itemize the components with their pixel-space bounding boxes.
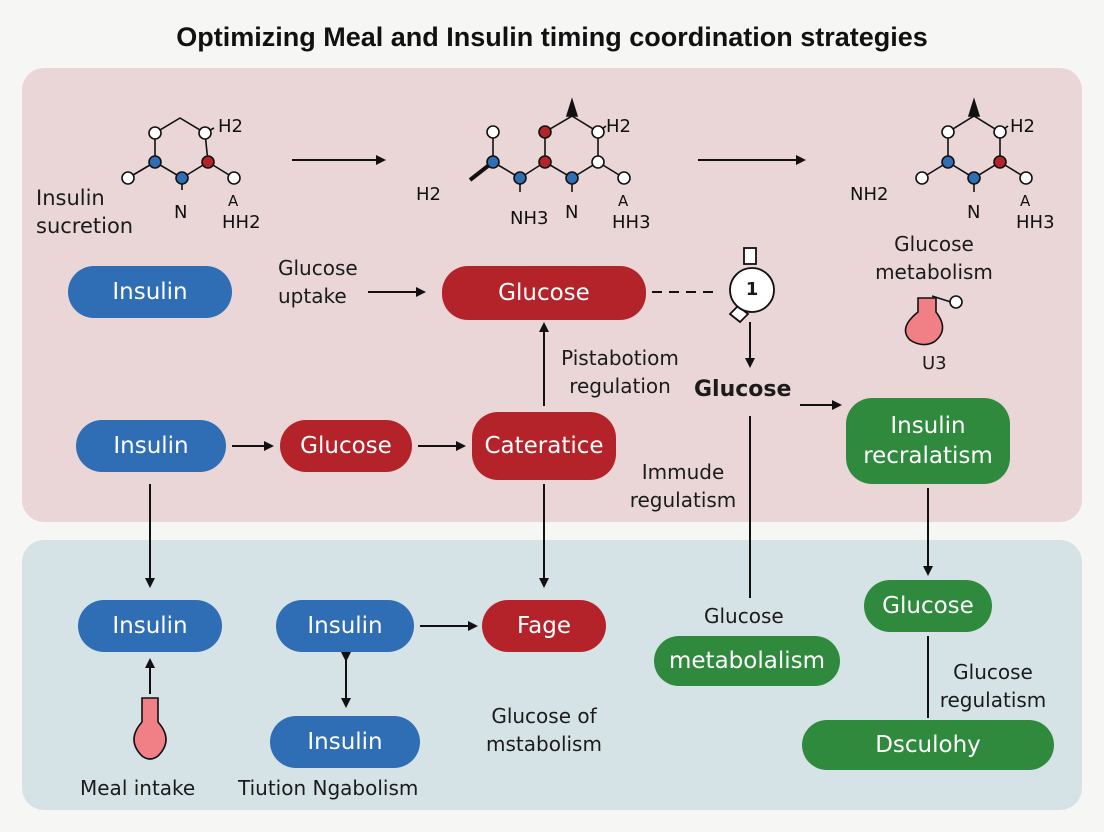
chem-nh2-right: NH2 (850, 184, 889, 205)
glucose-free-label: Glucose (694, 377, 792, 402)
diagram-title: Optimizing Meal and Insulin timing coord… (176, 22, 928, 52)
chem-a-mid: A (618, 192, 629, 210)
chem-h2-mid-left: H2 (416, 184, 441, 205)
chem-h2-right: H2 (1010, 116, 1035, 137)
chem-u3: U3 (922, 353, 947, 374)
insulin-recralatism-node[interactable]: Insulin recralatism (846, 398, 1010, 484)
insulin-sucretion-text: Insulin sucretion (36, 186, 134, 238)
chem-h2-left: H2 (218, 116, 243, 137)
timer-number: 1 (745, 279, 759, 300)
chem-n-mid: N (565, 202, 579, 223)
chem-hh2-left: HH2 (222, 212, 261, 233)
flask-icon (133, 697, 167, 760)
glucose-regulatism-label: Glucose regulatism (939, 660, 1047, 712)
pistabotiom-label: Pistabotiom regulation (561, 346, 679, 398)
chem-a-right: A (1020, 192, 1031, 210)
insulin-sucretion-label: Insulin sucretion (36, 184, 133, 240)
insulin-node-bottom-mid[interactable]: Insulin (276, 600, 414, 652)
insulin-node-bottom-left[interactable]: Insulin (78, 600, 222, 652)
meal-intake-label: Meal intake (80, 776, 196, 800)
insulin-node-mid[interactable]: Insulin (76, 420, 226, 472)
molecule-icon (915, 97, 1033, 192)
glucose-node-mid[interactable]: Glucose (280, 420, 412, 472)
flask-icon (904, 295, 963, 346)
insulin-node-bottom[interactable]: Insulin (270, 716, 420, 768)
metabolalism-node[interactable]: metabolalism (654, 636, 840, 686)
chem-nh3-mid: NH3 (510, 208, 549, 229)
insulin-node-top[interactable]: Insulin (68, 266, 232, 318)
molecule-icon (121, 117, 241, 190)
fage-node[interactable]: Fage (482, 600, 606, 652)
glucose-of-mstabolism-label: Glucose of mstabolism (486, 704, 602, 756)
chem-hh3-mid: HH3 (612, 212, 651, 233)
chem-n-left: N (174, 202, 188, 223)
cateratice-node[interactable]: Cateratice (472, 412, 616, 480)
chem-h2-mid: H2 (606, 116, 631, 137)
chem-hh3-right: HH3 (1016, 212, 1055, 233)
glucose-node-bottom-right[interactable]: Glucose (864, 580, 992, 632)
glucose-metabolism-caption: Glucose metabolism (875, 232, 993, 284)
molecule-icon (468, 97, 631, 192)
glucose-label-metabolalism: Glucose (704, 604, 784, 628)
dsculohy-node[interactable]: Dsculohy (802, 720, 1054, 770)
immude-regulatism-label: Immude regulatism (629, 460, 737, 512)
glucose-node-top[interactable]: Glucose (442, 266, 646, 320)
timer-icon (728, 247, 775, 324)
chem-n-right: N (967, 202, 981, 223)
chem-a-left: A (228, 192, 239, 210)
glucose-uptake-label: Glucose uptake (278, 256, 358, 308)
tiution-ngabolism-label: Tiution Ngabolism (238, 776, 419, 800)
